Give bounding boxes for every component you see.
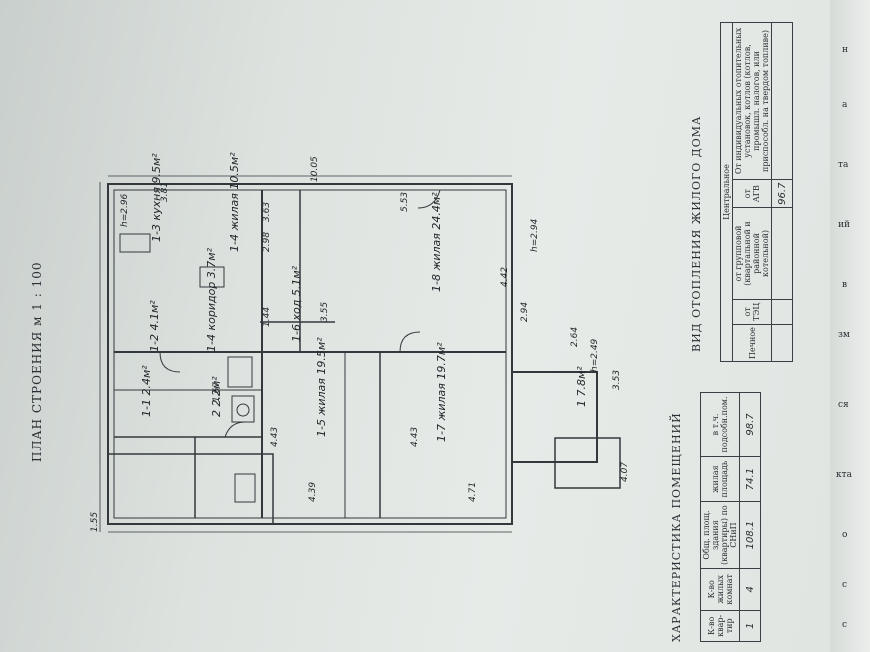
room-table-header: К-во квар-тир xyxy=(700,610,740,642)
edge-letter: зм xyxy=(838,330,850,340)
room-table-title: ХАРАКТЕРИСТИКА ПОМЕЩЕНИЙ xyxy=(670,412,683,642)
left-annex xyxy=(107,453,274,525)
room-table-cell: 74.1 xyxy=(739,456,761,502)
room-label: 1-8 жилая 24.4м² xyxy=(430,192,443,292)
dim-bottom-right: 4.71 xyxy=(468,481,478,502)
room-table-header: Общ. площ. здания (квартиры) по СНиП xyxy=(700,501,740,569)
height-label-2: h=2.94 xyxy=(530,218,540,252)
room-label: 1-2 4.1м² xyxy=(148,300,161,352)
edge-letter: о xyxy=(842,530,848,540)
heating-table: Центральное Печное от ТЭЦ от групповой (… xyxy=(720,22,793,362)
heating-table-header: От индивидуальных отопительных установок… xyxy=(732,22,772,180)
room-label: 1-7 жилая 19.7м² xyxy=(435,342,448,442)
outer-wall xyxy=(107,183,513,525)
edge-letter: ий xyxy=(838,220,850,230)
room-table: К-во квар-тир К-во жилых комнат Общ. пло… xyxy=(700,392,761,642)
edge-letter: н xyxy=(842,45,848,55)
edge-letter: та xyxy=(838,160,849,170)
heating-table-cell: 96.7 xyxy=(771,179,793,208)
heating-table-header: от ТЭЦ xyxy=(732,299,772,325)
edge-letter: а xyxy=(842,100,848,110)
heating-table-header: Печное xyxy=(732,324,772,362)
dim-wall-c: 2.94 xyxy=(520,301,530,322)
room-label: 1-5 жилая 19.5м² xyxy=(315,337,328,437)
dim-wall-k: 3.63 xyxy=(262,201,272,222)
dim-wall-b: 5.53 xyxy=(400,191,410,212)
room-label: 1-1 2.4м² xyxy=(140,365,153,417)
room-label: 1-3 кухня 9.5м² xyxy=(150,153,163,242)
room-table-cell: 98.7 xyxy=(739,392,761,457)
edge-letter: кта xyxy=(836,470,852,480)
dim-wall-e: 1.44 xyxy=(262,306,272,327)
room-table-header: К-во жилых комнат xyxy=(700,568,740,611)
heating-central-header: Центральное xyxy=(720,22,733,362)
dim-right-height: 4.07 xyxy=(620,461,630,482)
edge-letter: в xyxy=(842,280,848,290)
dim-wall-h: 3.55 xyxy=(320,301,330,322)
room-table-header: в т.ч. подсобн.пом. xyxy=(700,392,740,457)
room-label: 1 7.8м² xyxy=(575,366,588,407)
room-table-header: жилая площадь xyxy=(700,456,740,502)
room-table-cell: 108.1 xyxy=(739,501,761,569)
edge-letter: ся xyxy=(838,400,849,410)
room-label: 1-6 ход 5.1м² xyxy=(290,265,303,342)
dim-bottom-left: 4.39 xyxy=(308,481,318,502)
front-steps xyxy=(554,437,621,489)
room-table-cell: 4 xyxy=(739,568,761,611)
page-edge: н а та ий в зм ся кта о с с xyxy=(830,0,870,652)
dim-left-side-2: 4.43 xyxy=(410,426,420,447)
room-label: 2 2.2м² xyxy=(210,376,223,417)
dim-left-top: 1.55 xyxy=(90,511,100,532)
room-label: 1-4 коридор 3.7м² xyxy=(205,248,218,352)
edge-letter: с xyxy=(842,620,848,630)
heating-table-title: ВИД ОТОПЛЕНИЯ ЖИЛОГО ДОМА xyxy=(690,115,703,352)
dim-wall-g: 3.53 xyxy=(612,369,622,390)
height-label-1: h=2.96 xyxy=(120,193,130,227)
dim-wall-d: 4.42 xyxy=(500,266,510,287)
room-table-cell: 1 xyxy=(739,610,761,642)
heating-table-header: от АГВ xyxy=(732,179,772,208)
dim-left-side-1: 4.43 xyxy=(270,426,280,447)
height-label-3: h=2.49 xyxy=(590,338,600,372)
dim-wall-a: 2.98 xyxy=(262,231,272,252)
dim-wall-i: 2.64 xyxy=(570,326,580,347)
room-label: 1-4 жилая 10.5м² xyxy=(228,152,241,252)
heating-table-header: от групповой (квартальной и районной кот… xyxy=(732,207,772,300)
edge-letter: с xyxy=(842,580,848,590)
dim-total-length: 10.05 xyxy=(310,156,320,182)
